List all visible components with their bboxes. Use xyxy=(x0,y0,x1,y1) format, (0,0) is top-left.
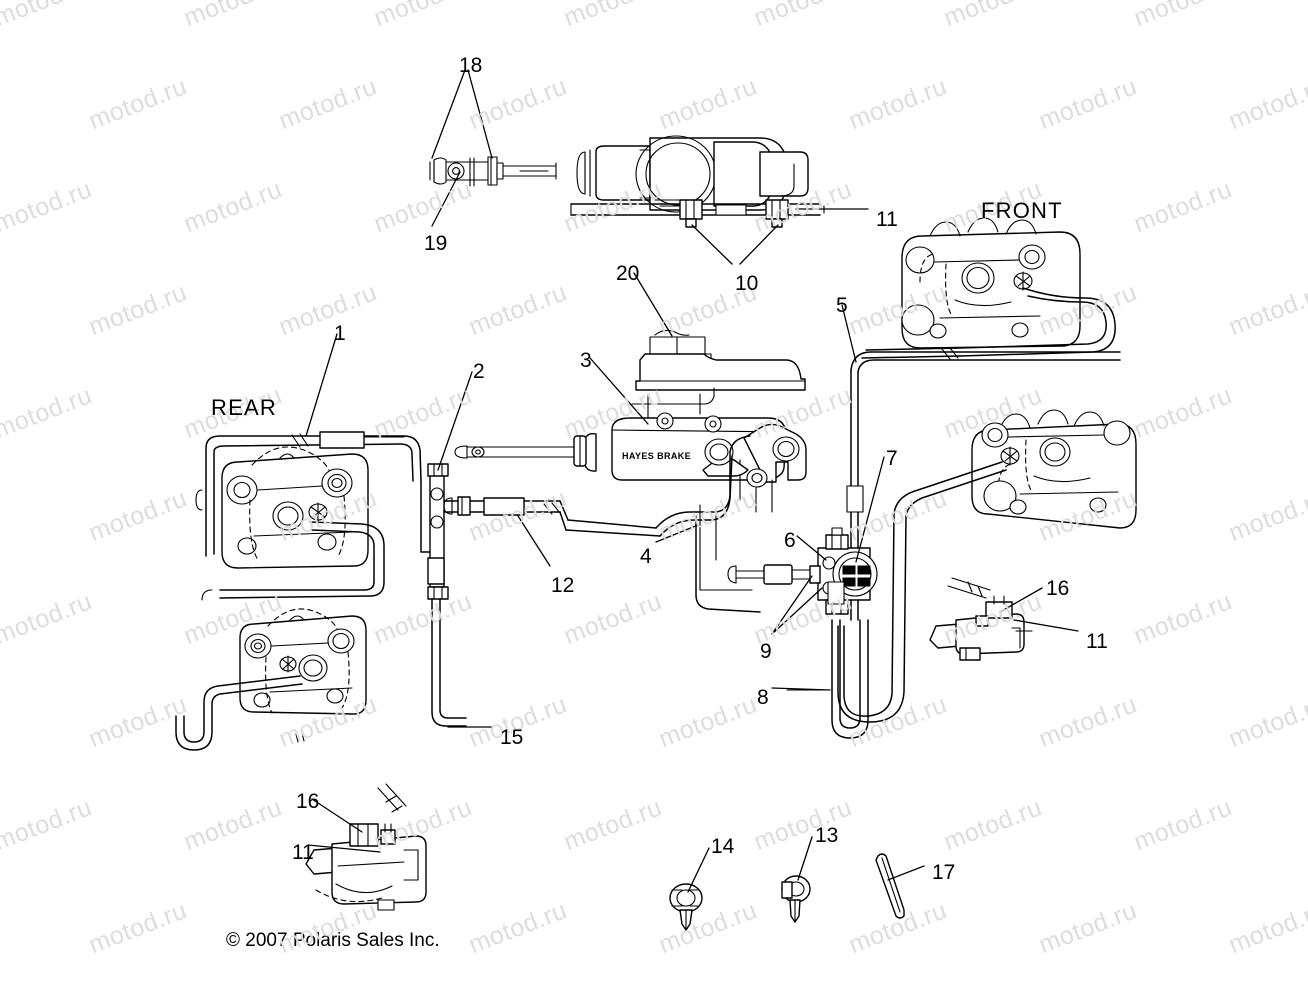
callout-20: 20 xyxy=(616,262,640,285)
part-4-center-line xyxy=(565,435,761,613)
callout-11c: 11 xyxy=(292,841,314,864)
part-12-rear-feed xyxy=(443,496,569,531)
svg-text:HAYES BRAKE: HAYES BRAKE xyxy=(622,451,691,461)
part-rear-caliper-lower xyxy=(175,608,367,751)
callout-11: 11 xyxy=(876,208,898,231)
part-5-front-line xyxy=(846,351,1121,621)
part-3-master-cylinder: HAYES BRAKE xyxy=(454,353,807,591)
copyright-notice: © 2007 Polaris Sales Inc. xyxy=(226,930,440,951)
part-16b-bottom-bleeder xyxy=(305,783,427,911)
callout-11b: 11 xyxy=(1086,630,1108,653)
orientation-label-rear: REAR xyxy=(211,395,277,420)
callout-17: 17 xyxy=(932,861,956,884)
part-16-right-bleeder xyxy=(929,577,1033,661)
part-top-pump-assembly xyxy=(570,135,847,228)
callout-16: 16 xyxy=(1046,577,1070,600)
callout-10: 10 xyxy=(735,272,759,295)
part-15-rear-lower-line xyxy=(427,557,467,727)
callout-12: 12 xyxy=(551,574,575,597)
part-17-pin-rod xyxy=(875,853,905,919)
callout-13: 13 xyxy=(815,824,839,847)
callout-2: 2 xyxy=(473,360,485,383)
part-8-lower-loop xyxy=(786,581,869,739)
part-18-pivot-pin xyxy=(429,156,557,187)
orientation-label-front: FRONT xyxy=(981,198,1063,223)
callout-4: 4 xyxy=(640,545,652,568)
callout-5: 5 xyxy=(836,294,848,317)
part-1-rear-upper-line xyxy=(195,431,422,557)
leader-lines xyxy=(305,69,1079,893)
callout-7: 7 xyxy=(886,447,898,470)
callout-3: 3 xyxy=(580,349,592,372)
callout-15: 15 xyxy=(500,726,524,749)
callout-19: 19 xyxy=(424,232,448,255)
part-13-banjo-bolt xyxy=(781,875,811,923)
part-rear-caliper-upper xyxy=(201,446,385,601)
callout-16b: 16 xyxy=(296,790,320,813)
callout-1: 1 xyxy=(334,322,346,345)
part-front-caliper-upper xyxy=(861,217,1116,360)
callout-9: 9 xyxy=(760,640,772,663)
part-front-caliper-lower xyxy=(837,409,1137,723)
callout-6: 6 xyxy=(784,529,796,552)
callout-8: 8 xyxy=(757,686,769,709)
part-14-banjo-bolt xyxy=(669,883,703,931)
callout-14: 14 xyxy=(711,835,735,858)
callout-18: 18 xyxy=(459,54,483,77)
